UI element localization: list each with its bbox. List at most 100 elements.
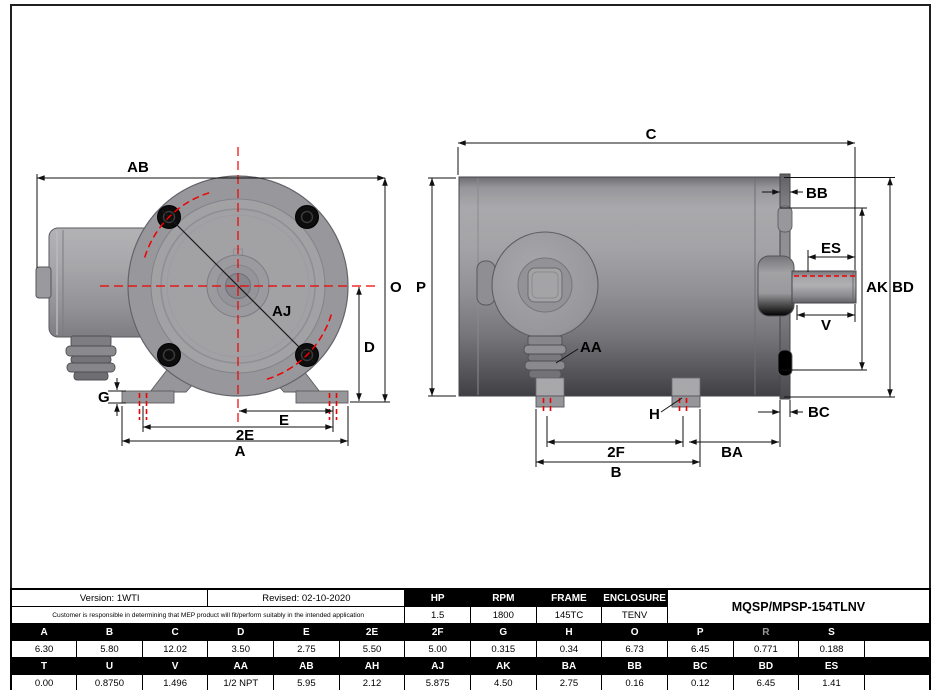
dim-value: 6.45 bbox=[666, 640, 734, 658]
spec-header: RPM bbox=[469, 588, 537, 607]
dim-header: E bbox=[273, 623, 340, 641]
spec-header: ENCLOSURE bbox=[601, 588, 668, 607]
dim-header: S bbox=[798, 623, 865, 641]
flange-shoulder-top bbox=[777, 205, 793, 233]
dim-value: 6.45 bbox=[732, 674, 800, 690]
dim-value: 0.00 bbox=[10, 674, 78, 690]
front-conduit-fitting bbox=[65, 335, 117, 381]
dim-value: 1.41 bbox=[798, 674, 865, 690]
dim-label-e: E bbox=[279, 412, 289, 429]
dim-value: 0.8750 bbox=[76, 674, 143, 690]
h-leader-line bbox=[660, 397, 683, 413]
dim-value: 1.496 bbox=[141, 674, 209, 690]
revised-cell: Revised: 02-10-2020 bbox=[207, 588, 406, 607]
dim-label-o: O bbox=[390, 279, 402, 296]
dim-value: 12.02 bbox=[141, 640, 209, 658]
dim-header: O bbox=[601, 623, 668, 641]
dim-header: V bbox=[141, 657, 209, 675]
conduit-plug-square bbox=[527, 267, 563, 303]
dim-header: AB bbox=[273, 657, 340, 675]
side-conduit-fitting bbox=[523, 335, 567, 379]
dim-label-es: ES bbox=[821, 240, 841, 257]
dim-header: C bbox=[141, 623, 209, 641]
dim-value: 4.50 bbox=[469, 674, 537, 690]
dim-header-empty bbox=[863, 623, 931, 641]
dim-value: 3.50 bbox=[207, 640, 275, 658]
dim-value: 2.12 bbox=[338, 674, 406, 690]
dim-label-a: A bbox=[235, 443, 246, 460]
dim-label-p: P bbox=[416, 279, 426, 296]
dim-value: 2.75 bbox=[273, 640, 340, 658]
side-view: C P BB ES AK BD V AA H BC 2F BA B bbox=[416, 126, 914, 481]
dim-value: 6.30 bbox=[10, 640, 78, 658]
box-side-knob bbox=[35, 266, 52, 299]
spec-value: 145TC bbox=[535, 606, 603, 624]
dim-label-ab: AB bbox=[127, 159, 149, 176]
dim-value: 2.75 bbox=[535, 674, 603, 690]
dim-value-empty bbox=[863, 640, 931, 658]
dim-value: 0.315 bbox=[469, 640, 537, 658]
dim-header: B bbox=[76, 623, 143, 641]
dim-header: AJ bbox=[404, 657, 471, 675]
front-foot-hole-lines bbox=[138, 393, 338, 420]
dim-label-aa: AA bbox=[580, 339, 602, 356]
dim-label-bc: BC bbox=[808, 404, 830, 421]
dim-label-b: B bbox=[611, 464, 622, 481]
dim-header: P bbox=[666, 623, 734, 641]
bearing-hub bbox=[757, 255, 795, 317]
dim-value: 0.12 bbox=[666, 674, 734, 690]
dim-header: BB bbox=[601, 657, 668, 675]
dim-label-2f: 2F bbox=[607, 444, 625, 461]
dim-value: 0.34 bbox=[535, 640, 603, 658]
dim-label-bb: BB bbox=[806, 185, 828, 202]
front-view: AB O D AJ G E 2E A bbox=[35, 147, 402, 460]
spec-header: FRAME bbox=[535, 588, 603, 607]
side-dimensions bbox=[428, 140, 895, 467]
dim-header: G bbox=[469, 623, 537, 641]
dim-label-v: V bbox=[821, 317, 831, 334]
dim-label-g: G bbox=[98, 389, 110, 406]
dim-label-h: H bbox=[649, 406, 660, 423]
dim-header: A bbox=[10, 623, 78, 641]
dim-header-empty bbox=[863, 657, 931, 675]
dim-header: H bbox=[535, 623, 603, 641]
dim-value: 0.771 bbox=[732, 640, 800, 658]
dim-value: 5.80 bbox=[76, 640, 143, 658]
flange-shoulder-bottom bbox=[777, 349, 793, 377]
dim-label-c: C bbox=[646, 126, 657, 143]
dim-value: 5.00 bbox=[404, 640, 471, 658]
side-foot-hole-lines bbox=[542, 398, 688, 414]
spec-value: 1.5 bbox=[404, 606, 471, 624]
spec-value: 1800 bbox=[469, 606, 537, 624]
disclaimer-cell: Customer is responsible in determining t… bbox=[10, 606, 406, 624]
dim-header: BD bbox=[732, 657, 800, 675]
dim-header: 2F bbox=[404, 623, 471, 641]
dim-value: 5.95 bbox=[273, 674, 340, 690]
dim-header: U bbox=[76, 657, 143, 675]
dim-value: 0.188 bbox=[798, 640, 865, 658]
dim-value: 5.875 bbox=[404, 674, 471, 690]
dim-value: 1/2 NPT bbox=[207, 674, 275, 690]
dim-label-ba: BA bbox=[721, 444, 743, 461]
dim-label-aj: AJ bbox=[272, 303, 291, 320]
bolt-circle-arcs bbox=[143, 191, 333, 381]
front-dimensions bbox=[36, 174, 390, 446]
spec-table: Version: 1WTI Revised: 02-10-2020 HP RPM… bbox=[10, 588, 931, 690]
dim-header: BA bbox=[535, 657, 603, 675]
dim-value: 6.73 bbox=[601, 640, 668, 658]
dim-header: AK bbox=[469, 657, 537, 675]
spec-header: HP bbox=[404, 588, 471, 607]
spec-value: TENV bbox=[601, 606, 668, 624]
dim-label-bd: BD bbox=[892, 279, 914, 296]
front-centerlines bbox=[100, 147, 378, 425]
dim-header: ES bbox=[798, 657, 865, 675]
model-number-cell: MQSP/MPSP-154TLNV bbox=[666, 588, 931, 624]
dim-header: D bbox=[207, 623, 275, 641]
dim-header: T bbox=[10, 657, 78, 675]
dim-label-ak: AK bbox=[866, 279, 888, 296]
dim-header: AA bbox=[207, 657, 275, 675]
version-cell: Version: 1WTI bbox=[10, 588, 209, 607]
dim-header: 2E bbox=[338, 623, 406, 641]
side-conduit-box bbox=[491, 231, 599, 339]
